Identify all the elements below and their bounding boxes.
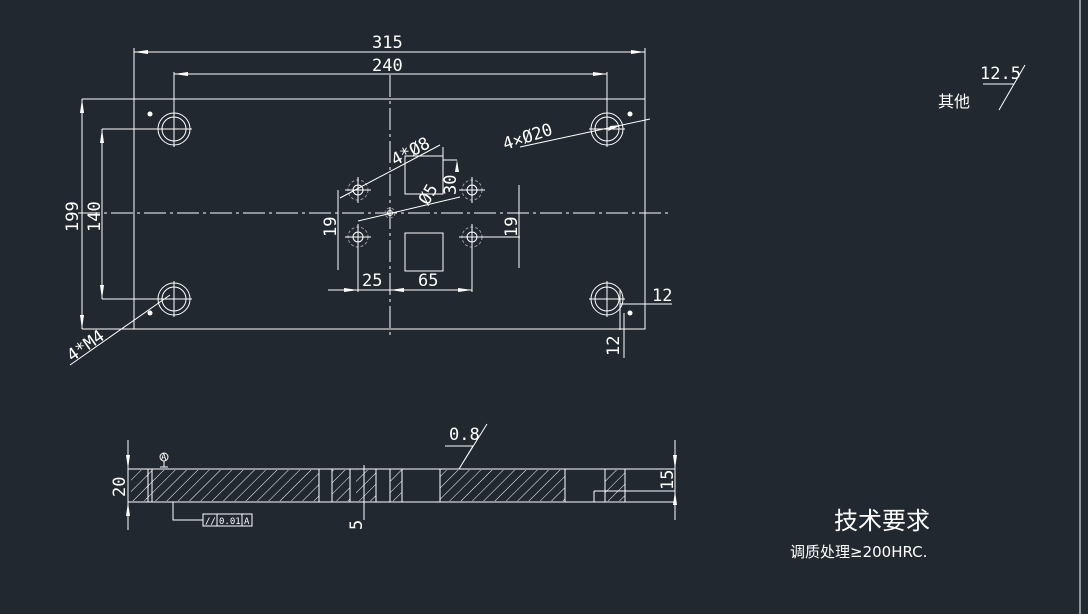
dim-5: 5	[347, 520, 367, 530]
section-view: 20 15 5 0.8 A // 0.01 A	[110, 423, 678, 530]
dim-15: 15	[658, 470, 678, 490]
top-view: 315 240 199 140 4*Ø8 30 Ø5	[63, 33, 672, 366]
plate-outline	[133, 98, 646, 330]
roughness-other: 其他 12.5	[938, 64, 1026, 111]
dim-19-left: 19	[321, 217, 341, 237]
dim-19-right: 19	[502, 217, 522, 237]
datum-label: A	[161, 453, 167, 463]
roughness-value: 0.8	[449, 425, 480, 445]
dim-12-x: 12	[652, 286, 672, 306]
svg-text:其他: 其他	[938, 92, 970, 111]
dim-65: 65	[418, 271, 438, 291]
dim-240: 240	[372, 56, 403, 76]
dim-315: 315	[372, 33, 403, 53]
square-pocket	[404, 232, 444, 272]
tapped-hole	[627, 111, 633, 117]
tapped-hole	[147, 111, 153, 117]
small-hole	[345, 177, 371, 203]
dim-4xM4: 4*M4	[63, 326, 108, 366]
tapped-hole	[147, 310, 153, 316]
tapped-hole	[627, 310, 633, 316]
dim-199: 199	[63, 201, 83, 232]
svg-text:0.01: 0.01	[219, 517, 241, 527]
svg-text://: //	[205, 517, 216, 527]
dim-140: 140	[85, 201, 105, 232]
dim-phi5: Ø5	[415, 181, 443, 209]
dim-12-y: 12	[604, 336, 624, 356]
dim-4xphi8: 4*Ø8	[388, 134, 434, 171]
dim-30: 30	[441, 175, 461, 195]
roughness-symbol	[445, 423, 488, 470]
dim-20: 20	[110, 477, 130, 497]
tech-req-title: 技术要求	[834, 507, 930, 535]
tolerance-frame: // 0.01 A	[202, 513, 253, 527]
dim-4xphi20: 4×Ø20	[500, 120, 555, 155]
dim-25: 25	[362, 271, 382, 291]
center-hole	[384, 207, 396, 219]
svg-text:12.5: 12.5	[980, 64, 1021, 84]
large-hole	[156, 281, 192, 317]
large-hole	[589, 281, 625, 317]
small-hole	[459, 177, 485, 203]
small-hole	[345, 224, 371, 292]
tech-req-item: 调质处理≥200HRC.	[790, 543, 927, 561]
small-hole	[459, 224, 520, 292]
large-hole	[156, 111, 192, 147]
large-hole	[589, 111, 625, 147]
svg-text:A: A	[244, 517, 250, 527]
